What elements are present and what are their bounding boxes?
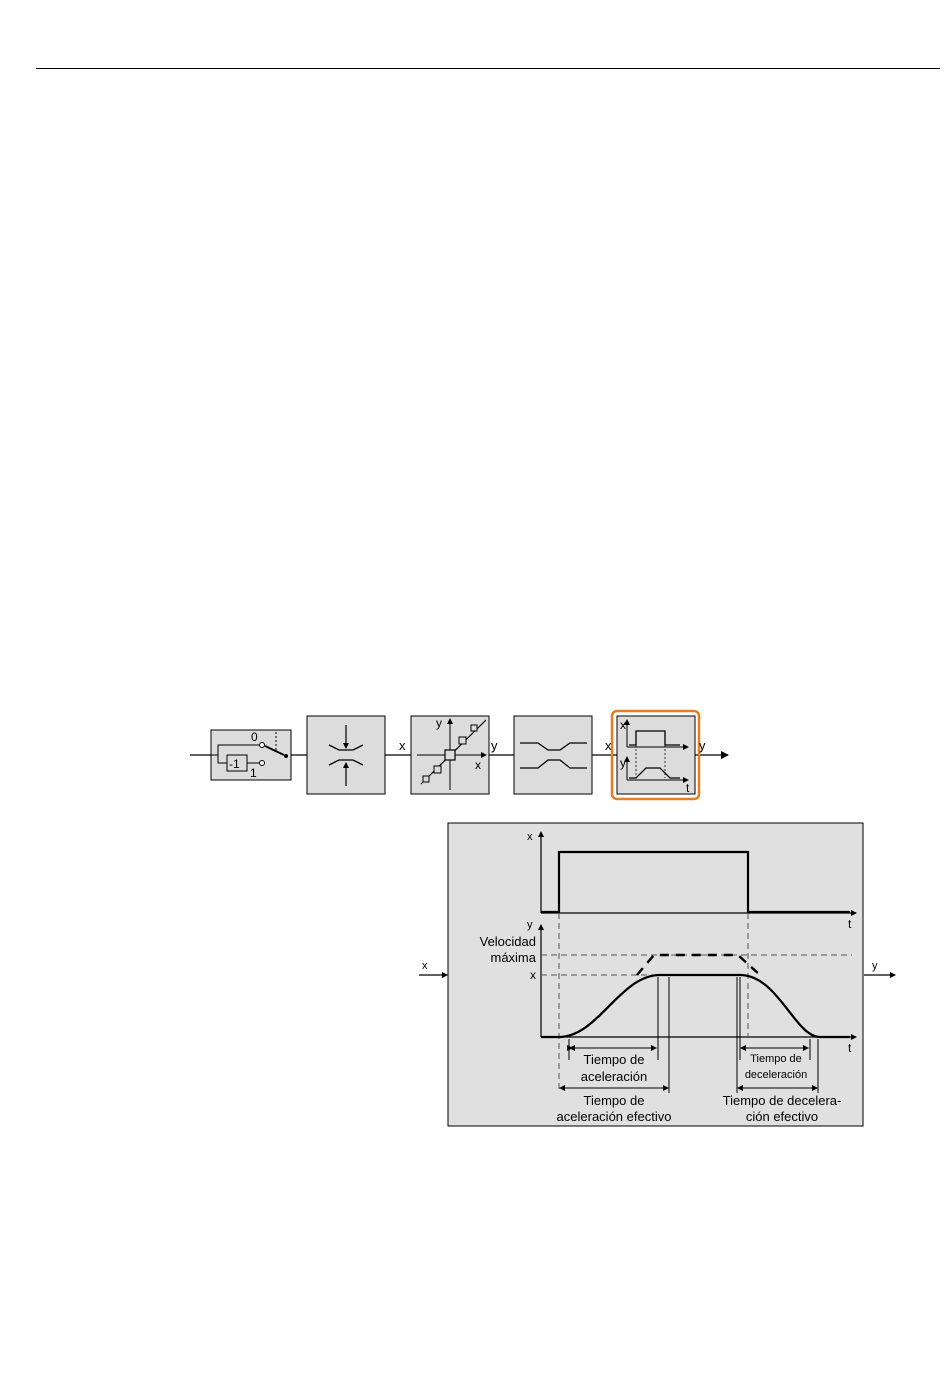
detail-input-label: x xyxy=(422,960,428,972)
chain-y2-label: y xyxy=(699,738,706,753)
suppression-axis-x: x xyxy=(475,758,481,772)
limiter-block xyxy=(307,716,385,794)
skip-band-block xyxy=(514,716,592,794)
invert-label: -1 xyxy=(229,757,240,771)
switch-pos-1: 1 xyxy=(250,766,257,780)
suppression-axis-y: y xyxy=(436,716,442,730)
accel-eff-label-line2: aceleración efectivo xyxy=(557,1109,672,1124)
chain-x1-label: x xyxy=(399,738,406,753)
invert-block: -1 0 1 xyxy=(211,730,291,780)
vmax-label-line1: Velocidad xyxy=(480,934,536,949)
vmax-label-line2: máxima xyxy=(490,950,536,965)
accel-label-line1: Tiempo de xyxy=(584,1052,645,1067)
decel-eff-label-line2: ción efectivo xyxy=(746,1109,818,1124)
decel-label-line2: deceleración xyxy=(745,1069,807,1081)
decel-eff-label-line1: Tiempo de decelera- xyxy=(723,1093,842,1108)
chain-y1-label: y xyxy=(491,738,498,753)
ramp-generator-block: x y t xyxy=(612,711,699,799)
ramp-detail-panel: x y x t y t Velocidad máxima x xyxy=(419,823,895,1126)
switch-pos-0: 0 xyxy=(251,730,258,744)
ramp-icon-x: x xyxy=(620,718,626,732)
x-level-label: x xyxy=(530,968,536,982)
accel-label-line2: aceleración xyxy=(581,1069,648,1084)
bottom-axis-y-label: y xyxy=(527,919,533,931)
signal-chain: -1 0 1 x xyxy=(190,711,728,799)
decel-label-line1: Tiempo de xyxy=(750,1053,802,1065)
detail-output-label: y xyxy=(872,960,878,972)
ramp-icon-y: y xyxy=(620,756,626,770)
top-axis-y-label: x xyxy=(527,831,533,843)
accel-eff-label-line1: Tiempo de xyxy=(584,1093,645,1108)
suppression-block: y x xyxy=(411,716,489,794)
